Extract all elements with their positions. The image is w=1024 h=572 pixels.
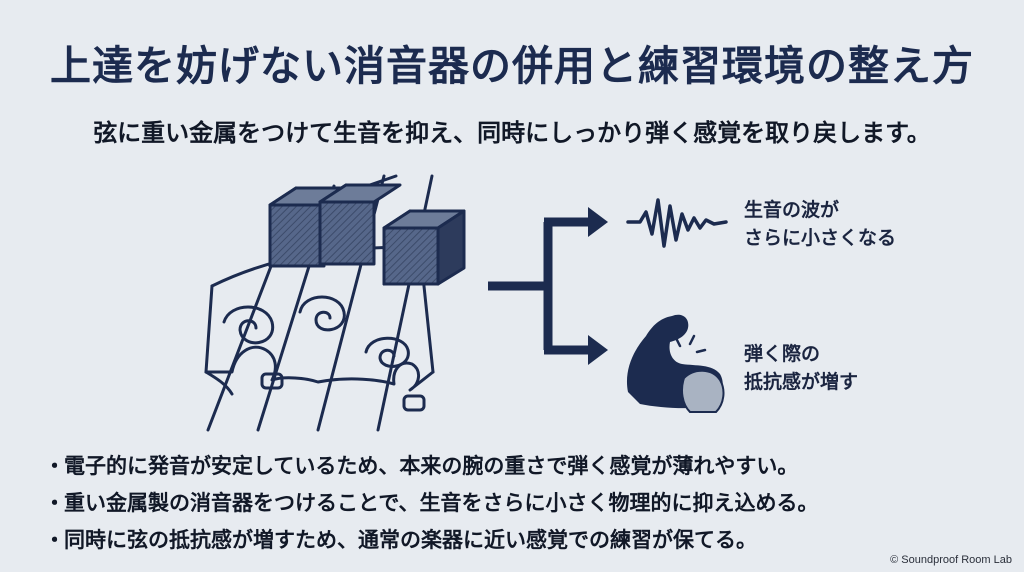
bullet-item: ・同時に弦の抵抗感が増すため、通常の楽器に近い感覚での練習が保てる。 bbox=[44, 522, 819, 559]
violin-bridge-icon bbox=[204, 246, 435, 412]
bullet-marker: ・ bbox=[44, 491, 65, 515]
branch-arrow-icon bbox=[488, 217, 590, 355]
bullet-item: ・重い金属製の消音器をつけることで、生音をさらに小さく物理的に抑え込める。 bbox=[44, 485, 819, 522]
bullet-marker: ・ bbox=[44, 454, 65, 478]
bullet-marker: ・ bbox=[44, 528, 65, 552]
arrowhead-up bbox=[588, 207, 608, 237]
effect-label-resistance-line1: 弾く際の bbox=[744, 343, 821, 365]
bullet-item: ・電子的に発音が安定しているため、本来の腕の重さで弾く感覚が薄れやすい。 bbox=[44, 448, 819, 485]
metal-mute-icon bbox=[268, 183, 466, 286]
effect-label-sound-line2: さらに小さくなる bbox=[744, 227, 897, 249]
page-subtitle: 弦に重い金属をつけて生音を抑え、同時にしっかり弾く感覚を取り戻します。 bbox=[93, 119, 931, 147]
effect-label-sound: 生音の波が さらに小さくなる bbox=[744, 196, 896, 252]
flexed-arm-icon bbox=[626, 314, 725, 413]
effect-label-resistance: 弾く際の 抵抗感が増す bbox=[744, 340, 858, 396]
effect-label-resistance-line2: 抵抗感が増す bbox=[744, 371, 859, 393]
bullet-text: 重い金属製の消音器をつけることで、生音をさらに小さく物理的に抑え込める。 bbox=[64, 491, 819, 515]
page-title: 上達を妨げない消音器の併用と練習環境の整え方 bbox=[50, 42, 974, 90]
bullet-list: ・電子的に発音が安定しているため、本来の腕の重さで弾く感覚が薄れやすい。 ・重い… bbox=[44, 448, 819, 559]
bullet-text: 電子的に発音が安定しているため、本来の腕の重さで弾く感覚が薄れやすい。 bbox=[64, 454, 799, 478]
credit-text: © Soundproof Room Lab bbox=[890, 554, 1012, 566]
effect-label-sound-line1: 生音の波が bbox=[744, 199, 840, 221]
sound-wave-icon bbox=[626, 198, 728, 248]
arrowhead-down bbox=[588, 335, 608, 365]
bullet-text: 同時に弦の抵抗感が増すため、通常の楽器に近い感覚での練習が保てる。 bbox=[64, 528, 757, 552]
